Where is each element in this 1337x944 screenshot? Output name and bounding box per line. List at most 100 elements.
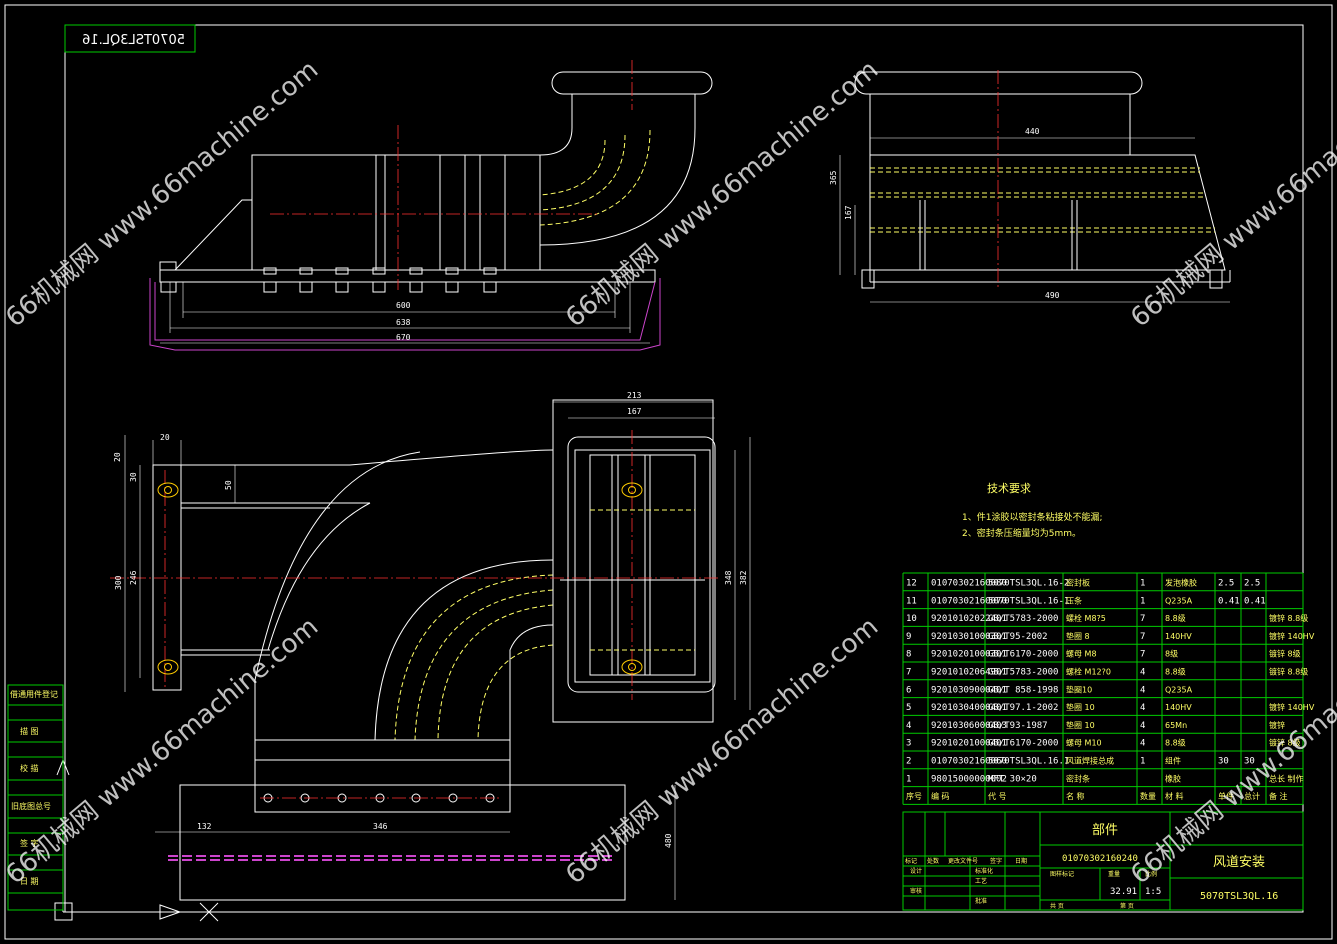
bom-cell: 8	[906, 650, 911, 660]
bom-cell: 垫圈 10	[1066, 720, 1095, 730]
dim-top-346: 346	[373, 822, 388, 831]
bom-cell: 4	[1140, 721, 1145, 731]
bom-cell: GB/T5783-2000	[988, 668, 1058, 678]
dim-490: 490	[1045, 291, 1060, 300]
outer-frame	[4, 4, 1333, 940]
bom-cell: 11	[906, 596, 917, 606]
tb-lbl-13: 共 页	[1050, 902, 1064, 910]
bom-cell: 92010102022401	[931, 614, 1007, 624]
mirrored-number-box	[64, 24, 196, 53]
scale: 1:5	[1145, 887, 1161, 897]
technical-requirements: 技术要求 1、件1涂胶以密封条粘接处不能漏; 2、密封条压缩量均为5mm。	[962, 482, 1103, 539]
part-code: 01070302160240	[1062, 854, 1138, 864]
bom-cell: GB/T 858-1998	[988, 685, 1058, 695]
bom-cell: GB/T6170-2000	[988, 739, 1058, 749]
bom-cell: 风道焊接总成	[1066, 756, 1114, 766]
bom-cell: 7	[1140, 632, 1145, 642]
tb-lbl-6: 标准化	[975, 867, 993, 875]
bom-cell: 橡胶	[1165, 773, 1181, 783]
bom-cell: 92010304000401	[931, 703, 1007, 713]
watermark-3: 66机械网 www.66machine.com	[1125, 55, 1337, 334]
bom-header-cell: 名 称	[1066, 791, 1085, 801]
tb-lbl-10: 图样标记	[1050, 870, 1074, 878]
bom-cell: 98015000000002	[931, 774, 1007, 784]
dim-top-480: 480	[664, 833, 673, 848]
bom-cell: 镀锌	[1269, 720, 1285, 730]
bom-cell: 5	[906, 703, 911, 713]
bom-cell: 92010306000403	[931, 721, 1007, 731]
component-label: 部件	[1092, 823, 1118, 838]
bom-cell: 3	[906, 739, 911, 749]
dim-top-20b: 20	[113, 452, 122, 462]
bom-cell: 8.8级	[1165, 667, 1186, 677]
bom-cell: GB/T93-1987	[988, 721, 1048, 731]
tb-lbl-12: 比例	[1145, 870, 1157, 878]
bom-cell: 总长 制作	[1269, 773, 1304, 783]
bom-cell: GB/T95-2002	[988, 632, 1048, 642]
tb-lbl-1: 处数	[927, 857, 939, 865]
bom-cell: 5070TSL3QL.16-1	[988, 596, 1069, 606]
bom-cell: 1	[1140, 596, 1145, 606]
bom-cell: 65Mn	[1165, 721, 1187, 730]
tb-lbl-14: 第 页	[1120, 902, 1134, 910]
top-view: 20 20 30 50 300 246 213 167 348 382 132 …	[110, 391, 751, 901]
watermark-4: 66机械网 www.66machine.com	[0, 612, 324, 891]
bom-cell: 5070TSL3QL.16-2	[988, 579, 1069, 589]
bom-cell: 2	[906, 757, 911, 767]
tb-lbl-2: 更改文件号	[948, 857, 978, 865]
watermark-2: 66机械网 www.66machine.com	[560, 55, 884, 334]
bom-cell: 7	[906, 668, 911, 678]
bom-cell: 镀锌 8.8级	[1269, 613, 1308, 623]
bom-header-cell: 数量	[1140, 791, 1156, 801]
dim-638: 638	[396, 318, 411, 327]
bom-cell: 8.8级	[1165, 738, 1186, 748]
bom-cell: Q235A	[1165, 596, 1193, 605]
bom-header-cell: 材 料	[1165, 791, 1184, 801]
dim-top-382: 382	[739, 570, 748, 585]
dim-top-167: 167	[627, 407, 642, 416]
drawing-number: 5070TSL3QL.16	[1200, 891, 1278, 902]
bom-cell: 7	[1140, 614, 1145, 624]
bom-cell: 0.41	[1244, 596, 1266, 606]
bom-cell: 1	[1140, 757, 1145, 767]
stamp-0: 借通用件登记	[10, 689, 58, 699]
bom-cell: 92010201000301	[931, 650, 1007, 660]
tb-lbl-3: 签字	[990, 857, 1002, 865]
bom-cell: GB/T6170-2000	[988, 650, 1058, 660]
bom-cell: 5070TSL3QL.16.1	[988, 757, 1069, 767]
bom-header-cell: 代 号	[988, 791, 1007, 801]
bom-cell: 发泡橡胶	[1165, 578, 1197, 588]
bom-cell: 92010201000401	[931, 739, 1007, 749]
tb-lbl-11: 重量	[1108, 870, 1120, 878]
bom-cell: 密封板	[1066, 578, 1090, 588]
dim-top-300: 300	[114, 575, 123, 590]
bom-cell: 4	[1140, 668, 1145, 678]
tech-item-1: 1、件1涂胶以密封条粘接处不能漏;	[962, 511, 1103, 523]
bom-cell: 压条	[1066, 595, 1082, 605]
side-view: 440 365 167 490	[829, 70, 1231, 303]
dim-top-213: 213	[627, 391, 642, 400]
bom-cell: 2.5	[1244, 579, 1260, 589]
bom-cell: 镀锌 140HV	[1269, 631, 1315, 641]
bom-cell: 4	[906, 721, 911, 731]
bom-cell: 4	[1140, 739, 1145, 749]
bom-cell: 螺栓 M12?0	[1066, 667, 1111, 677]
bom-cell: 92010301000301	[931, 632, 1007, 642]
stamp-3: 旧底图总号	[11, 801, 51, 811]
bom-cell: 12	[906, 579, 917, 589]
bom-cell: 垫圈 10	[1066, 702, 1095, 712]
bom-header-cell: 备 注	[1269, 791, 1288, 801]
tb-lbl-7: 审核	[910, 887, 922, 895]
dim-top-132: 132	[197, 822, 212, 831]
dim-167: 167	[844, 205, 853, 220]
bom-cell: 7	[1140, 650, 1145, 660]
title-block: 标记 处数 更改文件号 签字 日期 设计 标准化 审核 工艺 批准 图样标记 重…	[902, 811, 1304, 911]
dim-365: 365	[829, 170, 838, 185]
left-bolts	[157, 482, 179, 675]
part-name: 风道安装	[1213, 855, 1265, 870]
bom-cell: 10	[906, 614, 917, 624]
bom-header-cell: 单件	[1218, 791, 1234, 801]
dim-670: 670	[396, 333, 411, 342]
dim-top-348: 348	[724, 570, 733, 585]
